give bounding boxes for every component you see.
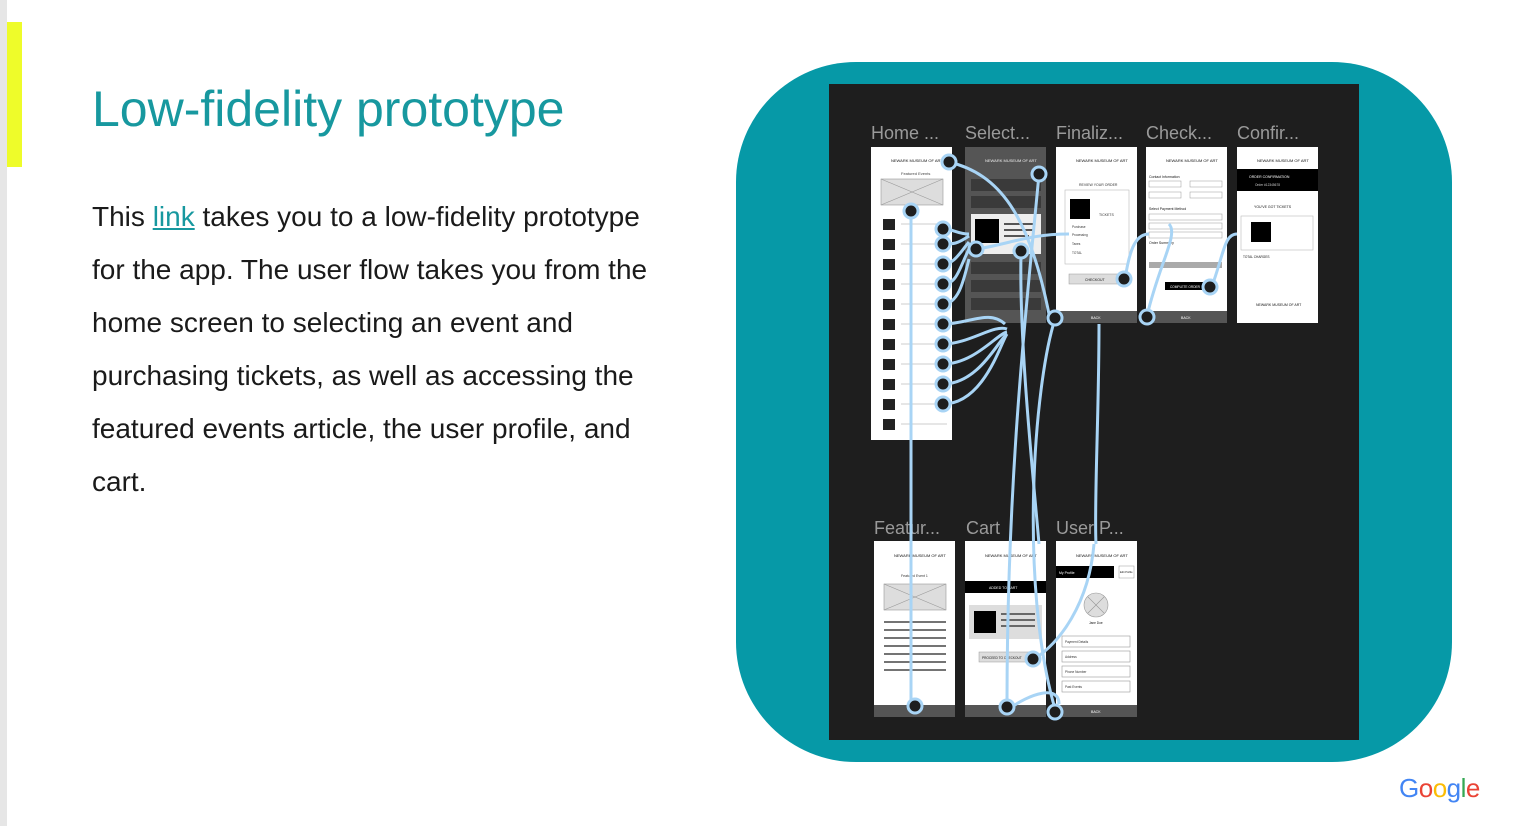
finalize-event-thumb bbox=[1070, 199, 1090, 219]
profile-payment-field: Payment Details bbox=[1065, 640, 1089, 644]
frame-confirm[interactable]: NEWARK MUSEUM OF ART ORDER CONFIRMATION … bbox=[1237, 147, 1318, 323]
profile-edit-button[interactable] bbox=[1118, 565, 1135, 579]
frame-featured[interactable]: NEWARK MUSEUM OF ART Featured Event 1 bbox=[874, 541, 955, 717]
confirm-event-thumb bbox=[1251, 222, 1271, 242]
checkout-back-label: BACK bbox=[1181, 316, 1191, 320]
profile-back-label: BACK bbox=[1091, 710, 1101, 714]
prototype-link[interactable]: link bbox=[152, 201, 195, 232]
frame-checkout[interactable]: NEWARK MUSEUM OF ART Contact Information… bbox=[1146, 147, 1227, 323]
checkout-payment-label: Select Payment Method bbox=[1149, 207, 1186, 211]
finalize-review-label: REVIEW YOUR ORDER bbox=[1079, 183, 1118, 187]
cart-event-thumb bbox=[974, 611, 996, 633]
frame-label-cart: Cart bbox=[966, 518, 1000, 538]
profile-museum-title: NEWARK MUSEUM OF ART bbox=[1076, 553, 1128, 558]
home-featured-label: Featured Events bbox=[901, 171, 930, 176]
frame-label-featured: Featur... bbox=[874, 518, 940, 538]
checkout-museum-title: NEWARK MUSEUM OF ART bbox=[1166, 158, 1218, 163]
checkout-complete-button[interactable] bbox=[1165, 282, 1213, 290]
prototype-canvas: Home ... Select... Finaliz... Check... C… bbox=[829, 84, 1359, 740]
frame-label-confirm: Confir... bbox=[1237, 123, 1299, 143]
slide-title: Low-fidelity prototype bbox=[92, 81, 565, 137]
profile-phone-field: Phone Number bbox=[1065, 670, 1087, 674]
google-logo: Google bbox=[1399, 773, 1480, 803]
finalize-back-label: BACK bbox=[1091, 316, 1101, 320]
frame-label-home: Home ... bbox=[871, 123, 939, 143]
cart-proceed-label: PROCEED TO CHECKOUT bbox=[982, 656, 1022, 660]
frame-label-checkout: Check... bbox=[1146, 123, 1212, 143]
checkout-summary-label: Order Summary bbox=[1149, 241, 1174, 245]
checkout-contact-label: Contact Information bbox=[1149, 175, 1180, 179]
confirm-title-label: ORDER CONFIRMATION bbox=[1249, 175, 1290, 179]
select-museum-title: NEWARK MUSEUM OF ART bbox=[985, 158, 1037, 163]
confirm-order-number: Order #12345678 bbox=[1255, 183, 1280, 187]
profile-my-profile-label: My Profile bbox=[1059, 571, 1075, 575]
frame-label-finalize: Finaliz... bbox=[1056, 123, 1123, 143]
featured-museum-title: NEWARK MUSEUM OF ART bbox=[894, 553, 946, 558]
frame-user-profile[interactable]: NEWARK MUSEUM OF ART My Profile Edit Pro… bbox=[1056, 541, 1137, 717]
checkout-complete-label: COMPLETE ORDER bbox=[1170, 285, 1201, 289]
left-edge-strip bbox=[0, 0, 7, 826]
confirm-total-charges: TOTAL CHARGES bbox=[1243, 255, 1270, 259]
home-museum-title: NEWARK MUSEUM OF ART bbox=[891, 158, 943, 163]
slide-body: This link takes you to a low-fidelity pr… bbox=[92, 190, 672, 508]
confirm-got-tickets: YOU'VE GOT TICKETS bbox=[1254, 205, 1292, 209]
profile-edit-label: Edit Profile bbox=[1120, 570, 1133, 574]
accent-bar bbox=[7, 22, 22, 167]
finalize-processing-label: Processing bbox=[1072, 233, 1088, 237]
confirm-museum-title: NEWARK MUSEUM OF ART bbox=[1257, 158, 1309, 163]
flow-connectors bbox=[909, 160, 1238, 711]
frame-label-user-profile: User P... bbox=[1056, 518, 1124, 538]
finalize-taxes-label: Taxes bbox=[1072, 242, 1081, 246]
finalize-total-label: TOTAL bbox=[1072, 251, 1082, 255]
profile-user-name: Jane Doe bbox=[1089, 621, 1103, 625]
featured-event-title: Featured Event 1 bbox=[901, 574, 928, 578]
body-prefix: This bbox=[92, 201, 153, 232]
finalize-tickets-label: TICKETS bbox=[1099, 213, 1114, 217]
frame-finalize[interactable]: NEWARK MUSEUM OF ART REVIEW YOUR ORDER T… bbox=[1056, 147, 1137, 323]
cart-added-label: ADDED TO CART bbox=[989, 586, 1018, 590]
profile-address-field: Address bbox=[1065, 655, 1077, 659]
frame-label-select: Select... bbox=[965, 123, 1030, 143]
flow-hotspots bbox=[902, 153, 1219, 721]
finalize-purchase-label: Purchase bbox=[1072, 225, 1086, 229]
confirm-museum-footer: NEWARK MUSEUM OF ART bbox=[1256, 303, 1302, 307]
finalize-museum-title: NEWARK MUSEUM OF ART bbox=[1076, 158, 1128, 163]
prototype-svg: Home ... Select... Finaliz... Check... C… bbox=[871, 123, 1318, 721]
finalize-checkout-label: CHECKOUT bbox=[1085, 278, 1106, 282]
profile-past-events-field: Past Events bbox=[1065, 685, 1082, 689]
body-suffix: takes you to a low-fidelity prototype fo… bbox=[92, 201, 648, 497]
